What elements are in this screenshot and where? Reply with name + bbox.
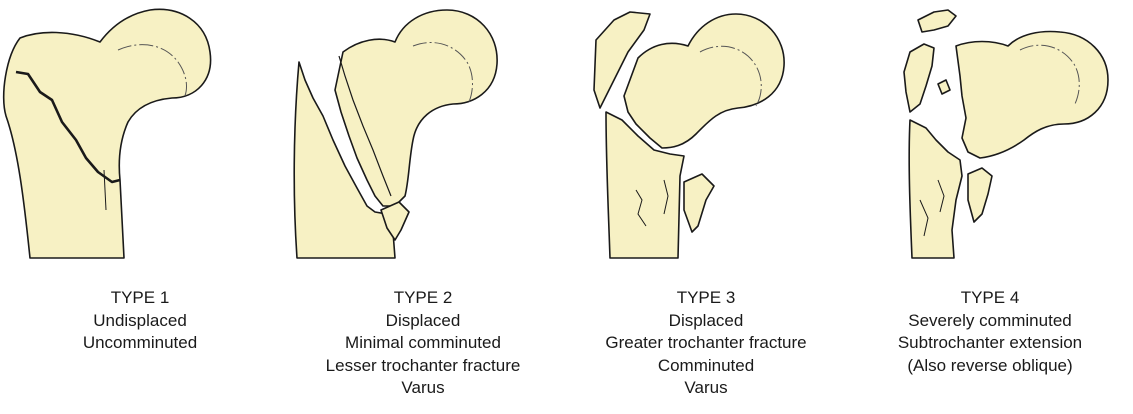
caption-line: Varus: [566, 377, 846, 400]
figure-type-2: TYPE 2 Displaced Minimal comminuted Less…: [283, 0, 563, 414]
femur-type-4-illustration: [850, 0, 1130, 270]
caption-line: Displaced: [566, 310, 846, 333]
caption-line: Minimal comminuted: [283, 332, 563, 355]
lesser-trochanter-fragment: [968, 168, 992, 222]
head-neck-fragment: [956, 32, 1108, 158]
shaft-fragment: [909, 120, 962, 258]
caption-line: Comminuted: [566, 355, 846, 378]
comminuted-fragment: [938, 80, 950, 94]
caption-line: Varus: [283, 377, 563, 400]
caption-line: Undisplaced: [0, 310, 280, 333]
caption-line: (Also reverse oblique): [850, 355, 1130, 378]
femur-type-1-illustration: [0, 0, 280, 270]
caption-line: Displaced: [283, 310, 563, 333]
head-neck-fragment: [624, 14, 784, 148]
femur-type-2-illustration: [283, 0, 563, 270]
caption-line: Severely comminuted: [850, 310, 1130, 333]
caption-line: Subtrochanter extension: [850, 332, 1130, 355]
caption-type-4: TYPE 4 Severely comminuted Subtrochanter…: [850, 287, 1130, 377]
greater-trochanter-fragment: [904, 44, 934, 112]
figure-type-4: TYPE 4 Severely comminuted Subtrochanter…: [850, 0, 1130, 414]
caption-type-2: TYPE 2 Displaced Minimal comminuted Less…: [283, 287, 563, 400]
caption-type-1: TYPE 1 Undisplaced Uncomminuted: [0, 287, 280, 355]
figure-type-1: TYPE 1 Undisplaced Uncomminuted: [0, 0, 280, 414]
type-label: TYPE 2: [283, 287, 563, 310]
type-label: TYPE 3: [566, 287, 846, 310]
figure-type-3: TYPE 3 Displaced Greater trochanter frac…: [566, 0, 846, 414]
caption-line: Lesser trochanter fracture: [283, 355, 563, 378]
head-neck-fragment: [335, 10, 497, 206]
caption-line: Uncomminuted: [0, 332, 280, 355]
type-label: TYPE 1: [0, 287, 280, 310]
caption-type-3: TYPE 3 Displaced Greater trochanter frac…: [566, 287, 846, 400]
lesser-trochanter-fragment: [684, 174, 714, 232]
caption-line: Greater trochanter fracture: [566, 332, 846, 355]
type-label: TYPE 4: [850, 287, 1130, 310]
femur-bone-outline: [4, 9, 211, 258]
trochanter-chip-fragment: [918, 10, 956, 32]
femur-type-3-illustration: [566, 0, 846, 270]
